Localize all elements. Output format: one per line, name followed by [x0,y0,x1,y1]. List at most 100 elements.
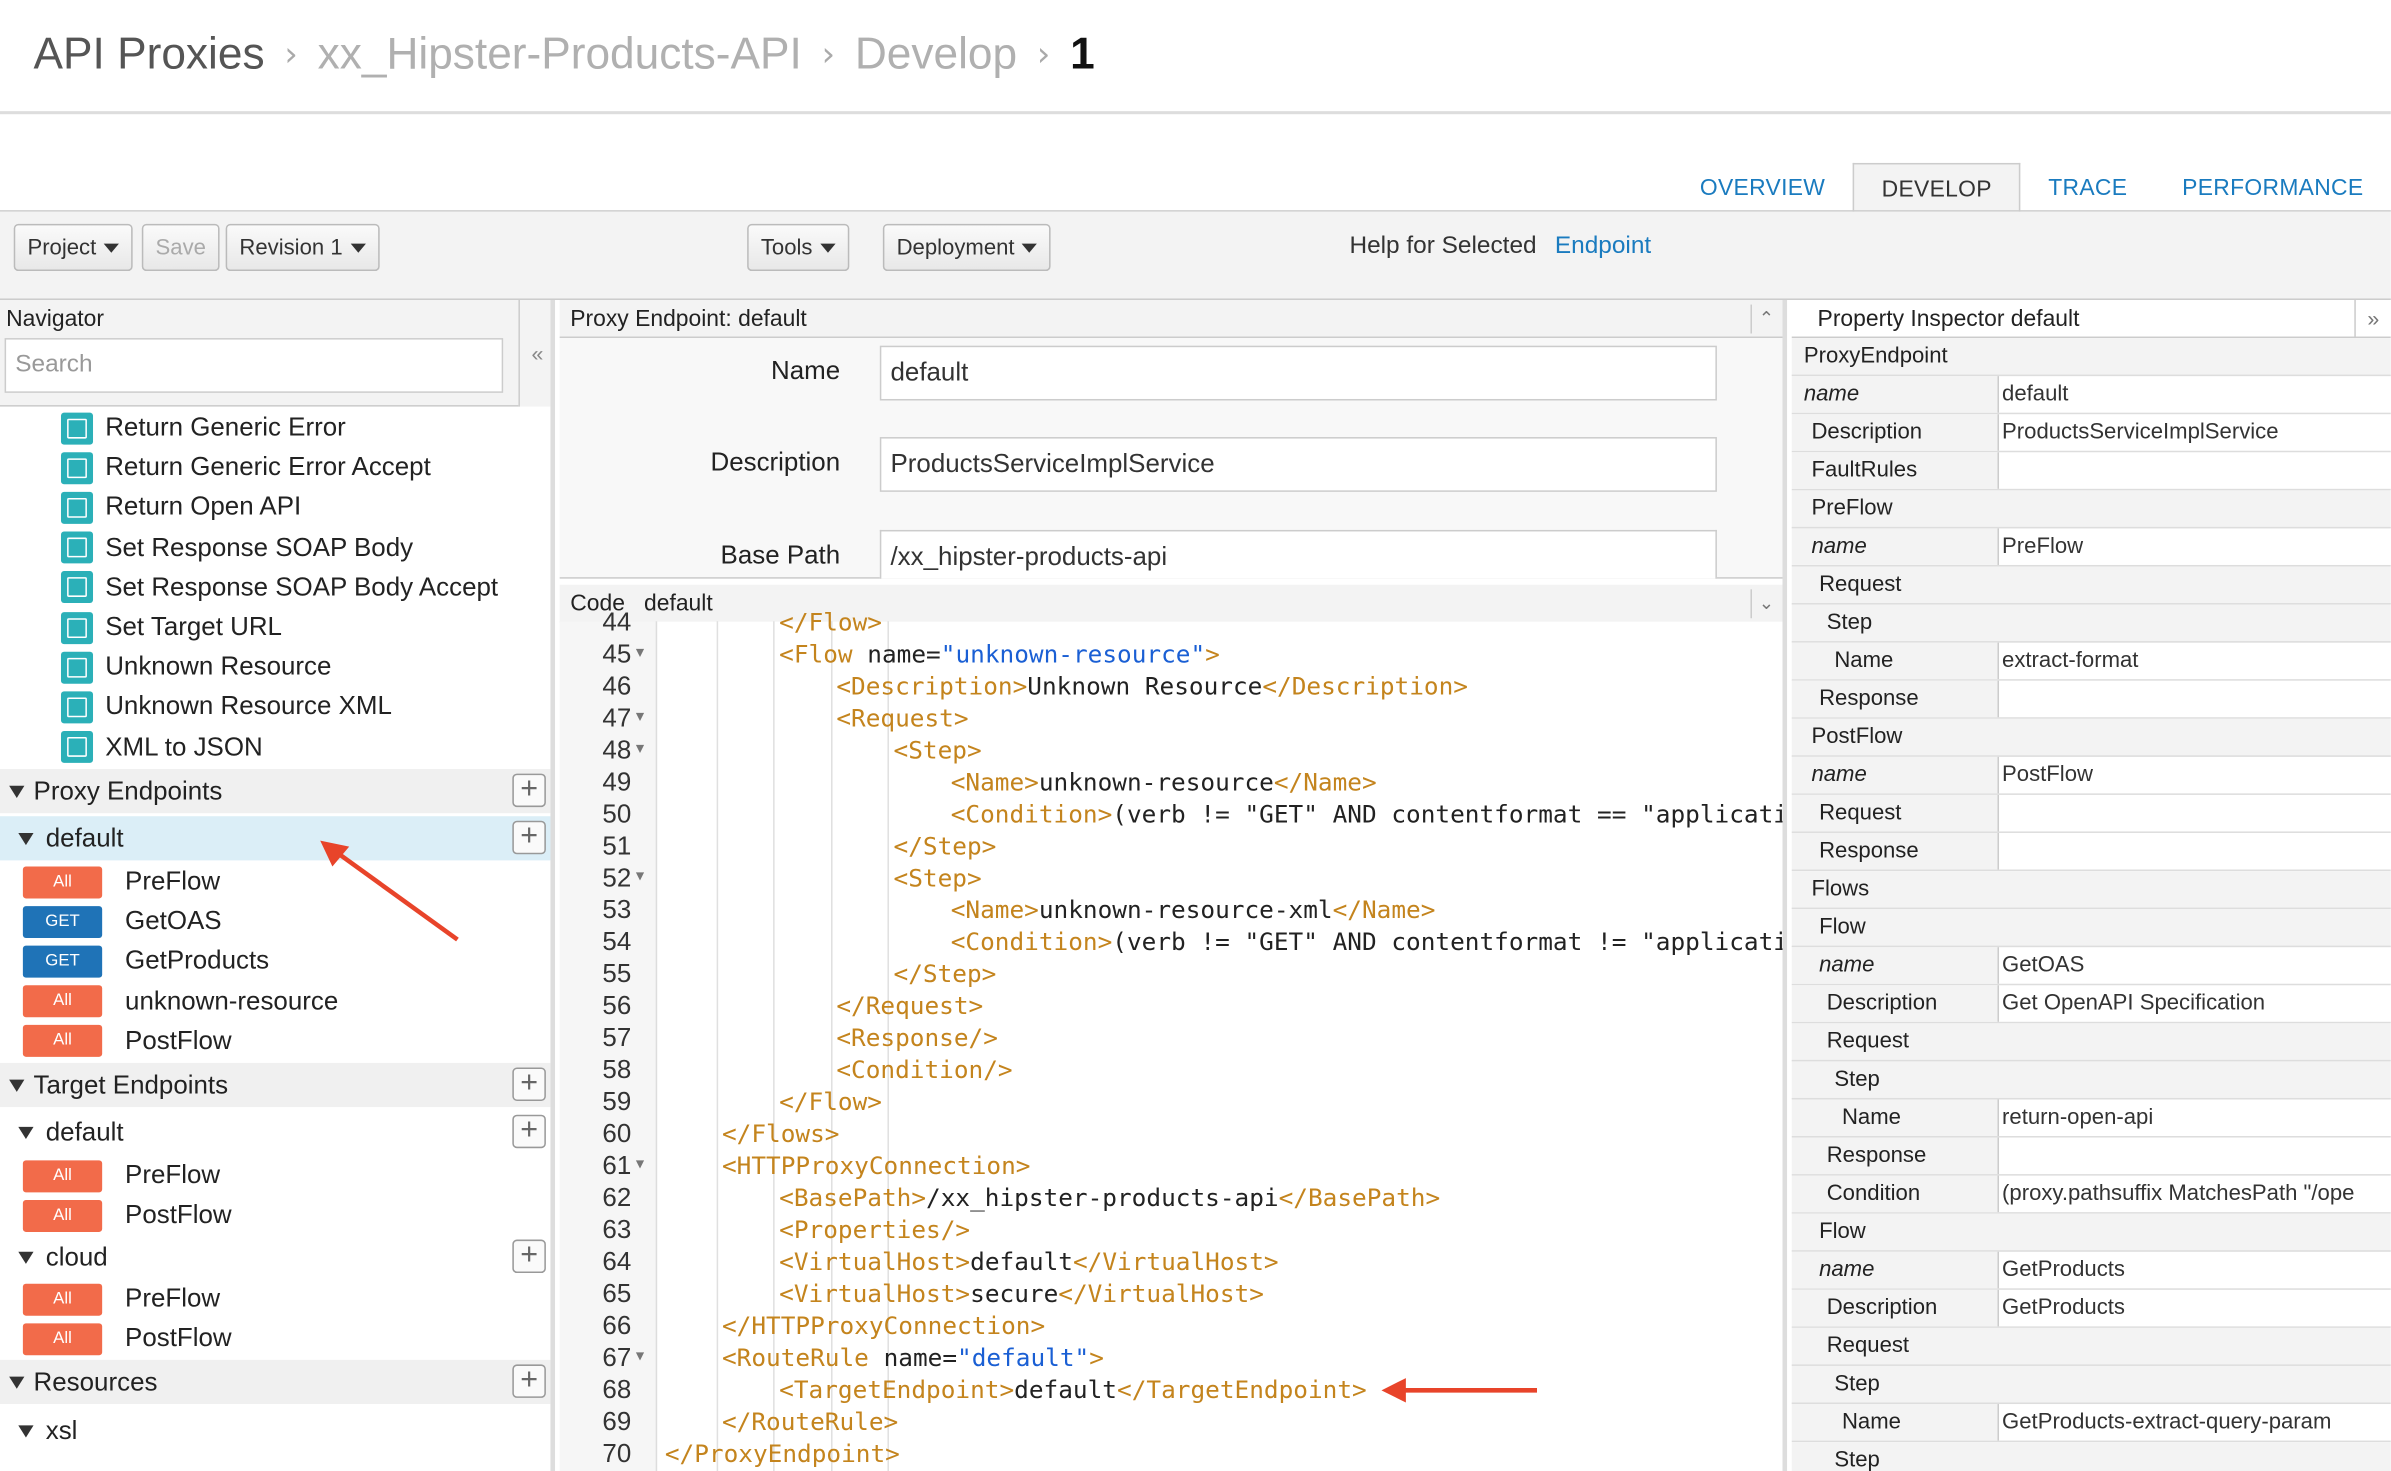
policy-item[interactable]: Unknown Resource XML [60,689,392,726]
proxy-endpoints-section[interactable]: Proxy Endpoints + [0,769,551,814]
property-row[interactable]: Request [1791,794,2391,833]
collapse-right-icon[interactable]: » [2354,299,2391,339]
proxy-endpoint-default[interactable]: default + [0,816,551,861]
policy-item[interactable]: Return Open API [60,489,301,526]
target-endpoint-cloud[interactable]: cloud + [0,1235,550,1279]
property-row[interactable]: Response [1791,680,2391,719]
revision-menu-button[interactable]: Revision 1 [225,223,380,272]
fold-toggle-icon[interactable]: ▼ [635,741,645,757]
expand-triangle-icon[interactable] [18,832,34,846]
policy-item[interactable]: Unknown Resource [60,649,331,686]
tab-performance[interactable]: PERFORMANCE [2182,175,2364,202]
property-value[interactable]: GetProducts-extract-query-param [2002,1410,2332,1435]
property-value[interactable]: ProductsServiceImplService [2002,420,2279,445]
fold-toggle-icon[interactable]: ▼ [635,1157,645,1173]
fold-toggle-icon[interactable]: ▼ [635,645,645,661]
expand-triangle-icon[interactable] [9,785,25,798]
property-value[interactable]: GetOAS [2002,953,2085,978]
collapse-left-icon[interactable]: « [518,299,551,407]
collapse-up-icon[interactable]: ⌃ [1750,304,1780,334]
property-value[interactable]: PreFlow [2002,534,2084,559]
property-value[interactable]: (proxy.pathsuffix MatchesPath "/ope [2002,1181,2355,1207]
property-value[interactable]: GetProducts [2002,1257,2125,1283]
fold-toggle-icon[interactable]: ▼ [635,1349,645,1365]
breadcrumb-api-proxies[interactable]: API Proxies [33,29,265,79]
tools-menu-button[interactable]: Tools [747,223,850,272]
deployment-menu-button[interactable]: Deployment [882,223,1052,272]
property-value[interactable]: default [2002,382,2069,407]
name-field[interactable]: default [879,345,1717,401]
collapse-down-icon[interactable]: ⌄ [1750,589,1780,619]
expand-triangle-icon[interactable] [9,1376,25,1389]
breadcrumb-proxy-name[interactable]: xx_Hipster-Products-API [317,29,802,79]
policy-item[interactable]: Set Response SOAP Body [60,529,413,566]
description-field[interactable]: ProductsServiceImplService [879,437,1717,492]
add-flow-button[interactable]: + [512,820,546,855]
property-value[interactable] [2001,452,2391,489]
property-value[interactable]: GetProducts [2002,1295,2125,1321]
property-value[interactable]: Get OpenAPI Specification [2002,991,2266,1016]
tab-trace[interactable]: TRACE [2048,175,2128,202]
expand-triangle-icon[interactable] [9,1079,25,1092]
policy-item[interactable]: Return Generic Error Accept [60,450,431,487]
property-value[interactable] [2001,795,2391,832]
add-resource-button[interactable]: + [512,1364,546,1398]
expand-triangle-icon[interactable] [18,1251,34,1264]
add-flow-button[interactable]: + [512,1240,546,1274]
target-endpoints-section[interactable]: Target Endpoints + [0,1062,551,1108]
add-target-endpoint-button[interactable]: + [512,1067,546,1101]
property-row[interactable]: FaultRules [1791,452,2391,491]
code-editor[interactable]: 44</Flow>45▼<Flow name="unknown-resource… [559,608,1783,1471]
save-button[interactable]: Save [141,223,220,272]
property-row[interactable]: Response [1791,832,2391,872]
property-value[interactable] [2001,833,2391,870]
policy-item[interactable]: Set Response SOAP Body Accept [60,569,498,606]
property-value[interactable] [2001,1138,2391,1175]
expand-triangle-icon[interactable] [18,1126,34,1140]
property-value[interactable] [2001,681,2391,718]
navigator-search-input[interactable]: Search [4,338,504,393]
tab-develop[interactable]: DEVELOP [1852,162,2021,214]
policy-item[interactable]: Return Generic Error [60,410,346,447]
property-value[interactable]: extract-format [2002,648,2139,674]
policy-item[interactable]: Set Target URL [60,609,282,646]
property-row[interactable]: Response [1791,1137,2391,1176]
policy-item[interactable]: XML to JSON [60,729,263,766]
add-flow-button[interactable]: + [512,1115,546,1149]
fold-toggle-icon[interactable]: ▼ [635,869,645,885]
property-value[interactable]: return-open-api [2002,1105,2154,1130]
base-path-field[interactable]: /xx_hipster-products-api [879,529,1717,579]
breadcrumb-develop[interactable]: Develop [854,29,1018,79]
expand-triangle-icon[interactable] [18,1425,34,1438]
tab-overview[interactable]: OVERVIEW [1699,175,1826,202]
target-endpoint-default[interactable]: default + [0,1110,550,1154]
fold-toggle-icon[interactable]: ▼ [635,709,645,725]
resource-folder-xsl[interactable]: xsl [0,1409,550,1453]
property-row[interactable]: Condition(proxy.pathsuffix MatchesPath "… [1791,1175,2391,1214]
add-proxy-endpoint-button[interactable]: + [512,774,546,808]
resources-section[interactable]: Resources + [0,1359,551,1405]
property-value[interactable]: PostFlow [2002,762,2094,788]
project-menu-button[interactable]: Project [13,223,133,272]
help-endpoint-link[interactable]: Endpoint [1554,232,1652,259]
